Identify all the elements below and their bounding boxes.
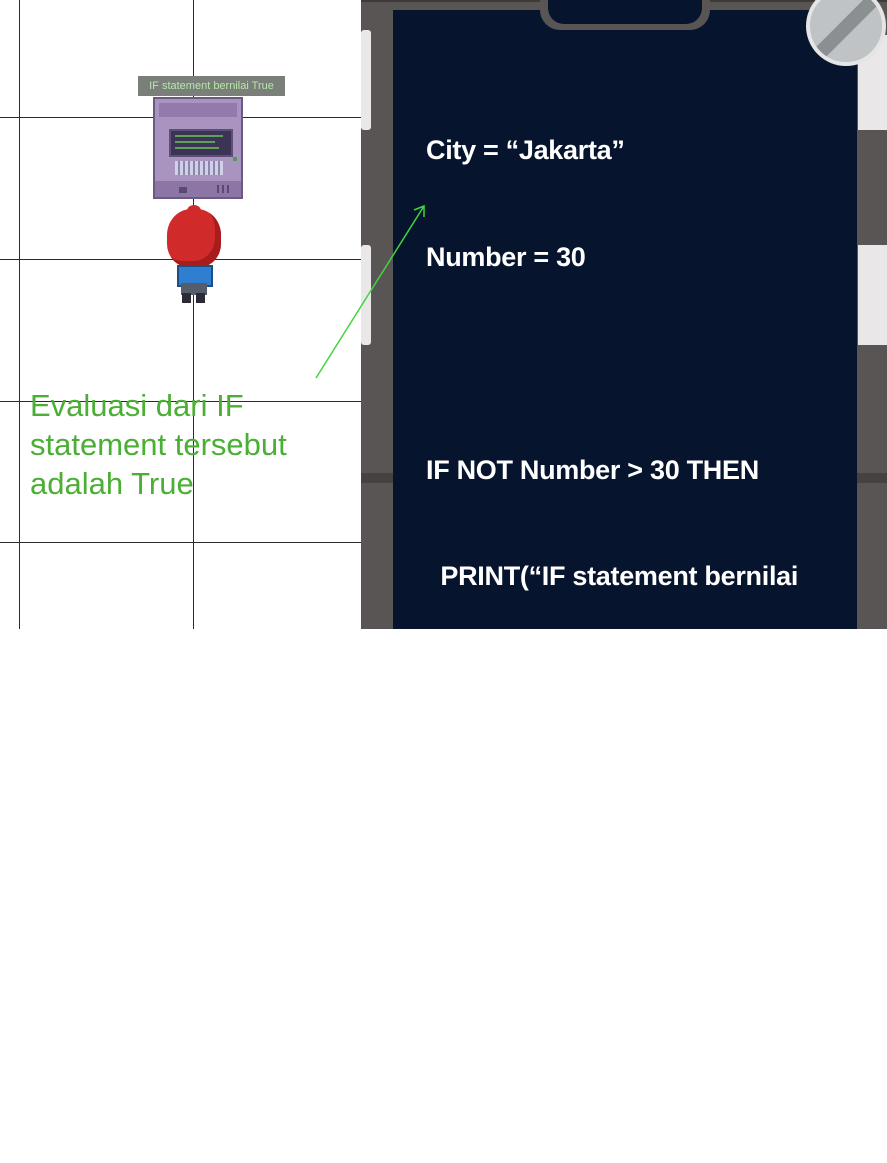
screen-line [175,141,215,143]
computer-top [159,103,237,117]
computer-terminal-icon[interactable] [153,97,243,199]
code-line: Number = 30 [426,241,586,272]
screen-line [175,147,219,149]
code-line: ELSE [426,774,496,804]
computer-screen [169,129,233,157]
frame-bracket [361,30,371,130]
panel-notch-inner [548,0,702,24]
keyboard [175,161,223,175]
pants [181,283,207,295]
leg [182,293,191,303]
code-line: END IF [426,1093,513,1124]
disk-slot [179,187,187,193]
grid-line [0,401,361,402]
vent [227,185,229,193]
pointer-arrow [315,204,425,379]
player-character-icon [163,205,223,305]
arrow-head [413,204,425,217]
grid-line [0,542,361,543]
code-line: False”) [426,987,516,1017]
evaluation-explanation: Evaluasi dari IF statement tersebut adal… [30,388,287,501]
code-line: True”) [426,667,504,698]
screen-line [175,135,223,137]
vent [222,185,224,193]
arrow-line [315,205,425,379]
grid-line [193,0,194,629]
code-panel [393,10,857,629]
vent [217,185,219,193]
hair [167,209,221,267]
frame-bracket [858,245,887,345]
code-line: City = “Jakarta” [426,135,625,165]
code-line: PRINT(“IF statement bernilai [426,561,799,591]
computer-base [155,181,241,197]
power-led [233,157,237,161]
computer-body [153,97,243,199]
code-line: PRINT(“IF statement bernilai [426,880,799,911]
code-line: IF NOT Number > 30 THEN [426,454,759,485]
leg [196,293,205,303]
grid-line [19,0,20,629]
game-area: IF statement bernilai True Evaluasi dari… [0,0,361,629]
magnifier-lens-icon [806,0,886,66]
tooltip-label: IF statement bernilai True [138,76,285,96]
frame-bracket [361,245,371,345]
